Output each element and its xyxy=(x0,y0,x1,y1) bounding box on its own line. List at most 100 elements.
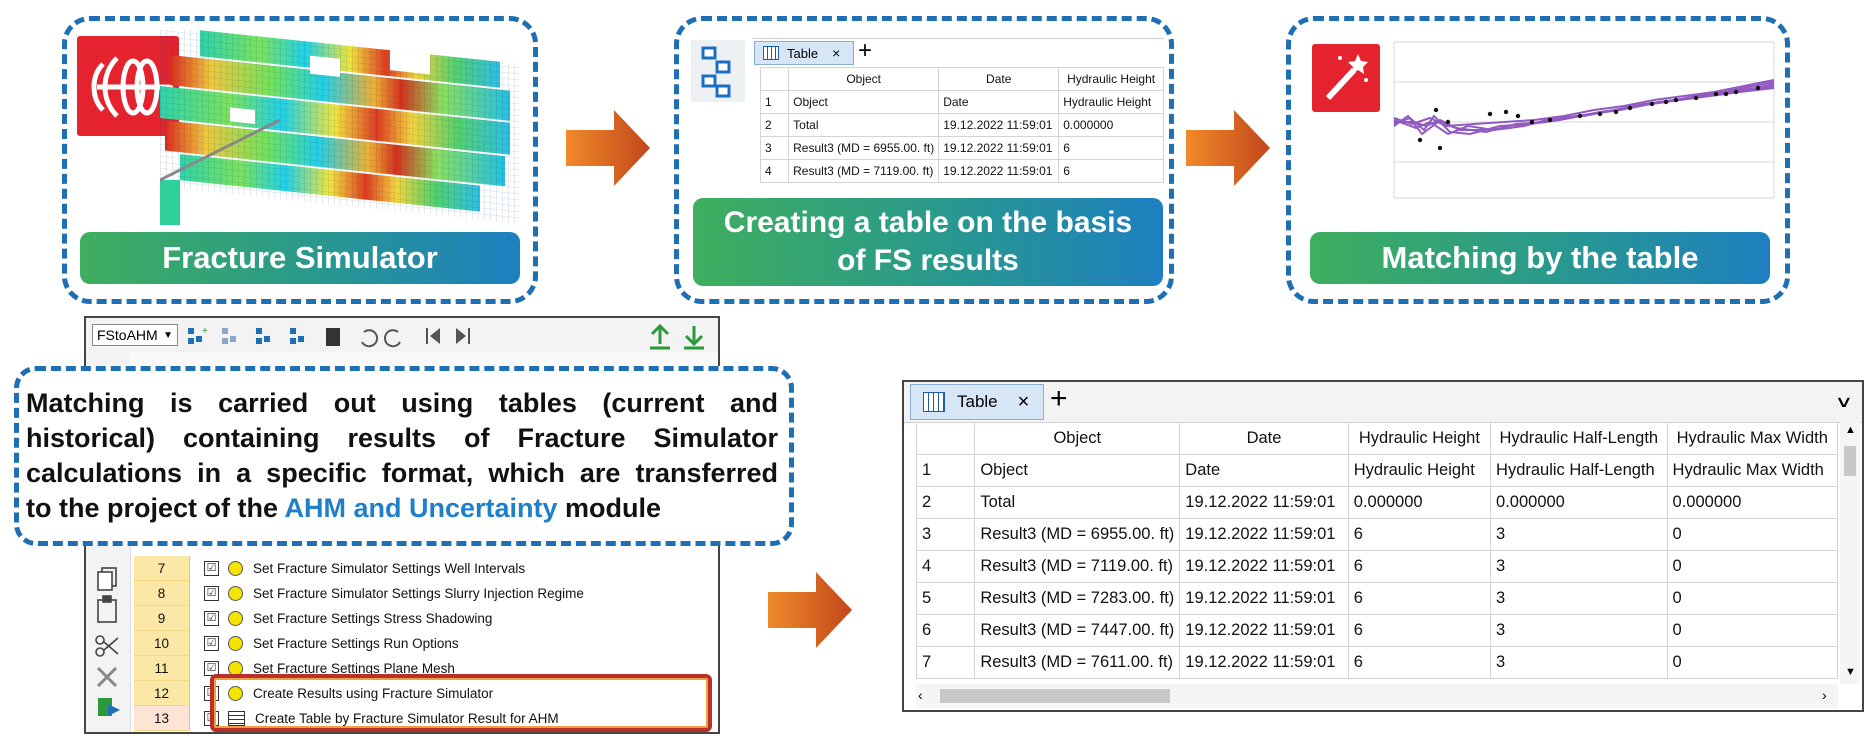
cut-icon[interactable] xyxy=(95,635,119,657)
scrollbar-thumb[interactable] xyxy=(1844,446,1856,476)
status-yellow-icon xyxy=(228,636,243,651)
table-cell: Result3 (MD = 6955.00. ft) xyxy=(974,518,1181,551)
copy-icon[interactable] xyxy=(97,567,117,591)
vertical-scrollbar[interactable]: ▲ ▼ xyxy=(1840,422,1860,684)
table-cell: 0 xyxy=(1666,550,1838,583)
table-header-row: Object Date Hydraulic Height xyxy=(759,67,1164,91)
small-table: Object Date Hydraulic Height 1 Object Da… xyxy=(759,67,1164,183)
table-row[interactable]: 2 Total 19.12.2022 11:59:01 0.000000 0.0… xyxy=(916,486,1838,519)
table-cell: 4 xyxy=(916,550,976,583)
table-cell: Date xyxy=(1179,454,1349,487)
workflow-row-number: 10 xyxy=(134,631,190,656)
table-row[interactable]: 6 Result3 (MD = 7447.00. ft) 19.12.2022 … xyxy=(916,614,1838,647)
horizontal-scrollbar[interactable]: ‹ › xyxy=(916,684,1838,708)
workflow-row-number: 8 xyxy=(134,581,190,606)
workflow-row[interactable]: 8 ☑ Set Fracture Simulator Settings Slur… xyxy=(134,581,584,606)
table-row[interactable]: 1 Object Date Hydraulic Height Hydraulic… xyxy=(916,454,1838,487)
duplicate-step-icon[interactable] xyxy=(256,328,270,344)
scrollbar-thumb[interactable] xyxy=(940,689,1170,703)
workflow-row-label: Set Fracture Settings Stress Shadowing xyxy=(253,611,493,626)
checkbox[interactable]: ☑ xyxy=(204,636,219,651)
table-cell: 0.000000 xyxy=(1666,486,1838,519)
checkbox[interactable]: ☑ xyxy=(204,561,219,576)
table-cell: 2 xyxy=(916,486,976,519)
table-cell: 0 xyxy=(1666,582,1838,615)
table-cell: Result3 (MD = 7119.00. ft) xyxy=(974,550,1181,583)
description-line4: to the project of the AHM and Uncertaint… xyxy=(26,491,778,526)
ahm-highlight: AHM and Uncertainty xyxy=(284,493,558,523)
table-cell: Hydraulic Max Width xyxy=(1666,422,1838,455)
workflow-row-label: Set Fracture Settings Plane Mesh xyxy=(253,661,455,676)
workflow-row-number: 7 xyxy=(134,556,190,581)
table-row[interactable]: 3 Result3 (MD = 6955.00. ft) 19.12.2022 … xyxy=(759,136,1164,160)
status-yellow-icon xyxy=(228,561,243,576)
scroll-up-icon[interactable]: ▲ xyxy=(1845,424,1856,436)
table-cell: 6 xyxy=(1058,159,1164,183)
chevron-down-icon[interactable]: ∨ xyxy=(1834,394,1854,411)
remove-step-icon[interactable] xyxy=(222,328,236,344)
table-row[interactable]: 4 Result3 (MD = 7119.00. ft) 19.12.2022 … xyxy=(759,159,1164,183)
workflow-dropdown[interactable]: FStoAHM ▼ xyxy=(92,324,178,346)
checkbox[interactable]: ☑ xyxy=(204,611,219,626)
book-icon[interactable] xyxy=(326,328,340,346)
table-cell: Object xyxy=(974,422,1181,455)
table-cell: 19.12.2022 11:59:01 xyxy=(938,159,1060,183)
delete-icon[interactable] xyxy=(96,666,118,688)
move-down-icon[interactable] xyxy=(684,326,704,350)
table-row[interactable]: 7 Result3 (MD = 7611.00. ft) 19.12.2022 … xyxy=(916,646,1838,679)
checkbox[interactable]: ☑ xyxy=(204,586,219,601)
table-cell: 6 xyxy=(1347,582,1492,615)
description-line2: historical) containing results of Fractu… xyxy=(26,423,778,453)
last-icon[interactable] xyxy=(456,328,470,344)
table-cell: 3 xyxy=(1490,646,1668,679)
grid-icon xyxy=(923,392,945,412)
workflow-row-number: 12 xyxy=(134,681,190,706)
description-line4-pre: to the project of the xyxy=(26,493,285,523)
workflow-row-number: 11 xyxy=(134,656,190,681)
scroll-left-icon[interactable]: ‹ xyxy=(918,687,923,703)
add-tab-icon[interactable]: + xyxy=(858,38,873,64)
big-table: Object Date Hydraulic Height Hydraulic H… xyxy=(916,422,1838,679)
big-tab-label: Table xyxy=(957,392,998,411)
table-row[interactable]: 3 Result3 (MD = 6955.00. ft) 19.12.2022 … xyxy=(916,518,1838,551)
workflow-row[interactable]: 10 ☑ Set Fracture Settings Run Options xyxy=(134,631,459,656)
undo-icon[interactable] xyxy=(361,329,379,348)
table-cell: 1 xyxy=(759,90,790,114)
big-table-tabbar xyxy=(904,382,1862,423)
table-row[interactable]: 4 Result3 (MD = 7119.00. ft) 19.12.2022 … xyxy=(916,550,1838,583)
table-row[interactable]: 1 Object Date Hydraulic Height xyxy=(759,90,1164,114)
table-row[interactable]: 5 Result3 (MD = 7283.00. ft) 19.12.2022 … xyxy=(916,582,1838,615)
big-table-tab[interactable]: Table × xyxy=(910,384,1044,420)
move-up-icon[interactable] xyxy=(650,323,670,350)
magic-wand-icon xyxy=(1325,54,1368,101)
workflow-row[interactable]: 7 ☑ Set Fracture Simulator Settings Well… xyxy=(134,556,525,581)
table-cell: Date xyxy=(938,90,1060,114)
workflow-toolbar: FStoAHM ▼ + xyxy=(86,318,718,353)
table-cell: Object xyxy=(788,90,940,114)
workflow-row[interactable]: 9 ☑ Set Fracture Settings Stress Shadowi… xyxy=(134,606,492,631)
workflow-row-label: Create Table by Fracture Simulator Resul… xyxy=(255,711,559,726)
close-icon[interactable]: × xyxy=(832,45,841,61)
export-icon[interactable] xyxy=(98,698,120,716)
scroll-right-icon[interactable]: › xyxy=(1822,687,1827,703)
table-cell: 0.000000 xyxy=(1347,486,1492,519)
add-step-icon[interactable]: + xyxy=(188,326,208,344)
table-cell: 0 xyxy=(1666,614,1838,647)
close-icon[interactable]: × xyxy=(1017,390,1030,413)
table-cell: Object xyxy=(974,454,1181,487)
table-cell: 7 xyxy=(916,646,976,679)
table-cell: Hydraulic Half-Length xyxy=(1490,454,1668,487)
rename-step-icon[interactable] xyxy=(290,328,304,344)
table-cell: Hydraulic Height xyxy=(1347,454,1492,487)
workflow-list: 7 ☑ Set Fracture Simulator Settings Well… xyxy=(134,556,714,732)
small-table-tab[interactable]: Table × xyxy=(754,41,854,65)
paste-icon[interactable] xyxy=(97,595,117,623)
workflow-dropdown-value: FStoAHM xyxy=(97,327,158,343)
add-tab-icon[interactable]: + xyxy=(1050,382,1068,415)
first-icon[interactable] xyxy=(426,328,440,344)
redo-icon[interactable] xyxy=(383,329,401,348)
table-row[interactable]: 2 Total 19.12.2022 11:59:01 0.000000 xyxy=(759,113,1164,137)
workflow-row-label: Set Fracture Settings Run Options xyxy=(253,636,459,651)
big-table-scroll-area: Object Date Hydraulic Height Hydraulic H… xyxy=(916,422,1838,684)
scroll-down-icon[interactable]: ▼ xyxy=(1845,666,1856,678)
